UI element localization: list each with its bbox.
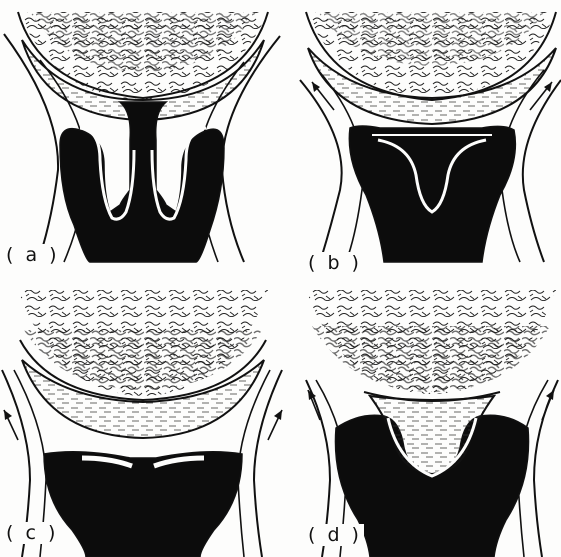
cervical-tissue-b <box>349 126 515 262</box>
cervical-tissue-a <box>60 102 224 262</box>
panel-label-d: ( d ) <box>306 524 364 546</box>
uterine-wall-left-b <box>300 80 342 262</box>
panel-d <box>306 290 558 557</box>
panel-b <box>300 12 561 262</box>
panel-label-a: ( a ) <box>4 244 62 266</box>
panel-c <box>2 290 282 557</box>
uterine-wall-right-d <box>534 380 558 557</box>
uterine-wall-left-a <box>4 34 58 262</box>
cervical-tissue-c <box>44 452 242 557</box>
uterine-wall-right-c <box>254 370 282 557</box>
uterine-wall-right-b <box>523 80 561 262</box>
panel-label-b: ( b ) <box>306 252 364 274</box>
panel-a <box>4 12 280 262</box>
panel-label-c: ( c ) <box>4 522 60 544</box>
